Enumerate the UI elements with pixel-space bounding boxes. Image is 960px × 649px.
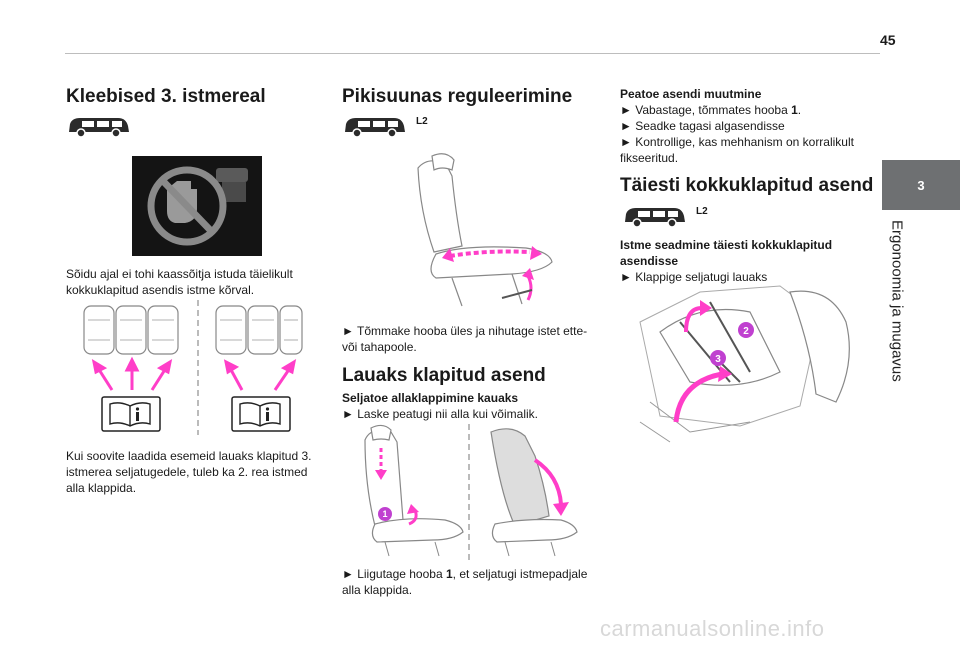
chapter-title: Ergonoomia ja mugavus (888, 220, 906, 382)
heading-stickers: Kleebised 3. istmereal (66, 86, 266, 107)
van-icon (625, 208, 685, 228)
no-sitting-sticker-icon (132, 156, 262, 256)
callout-3: 3 (715, 354, 721, 365)
variant-tag: L2 (416, 116, 428, 127)
van-icon (69, 118, 129, 138)
headrest-step-3: Kontrollige, kas mehhanism on korralikul… (620, 134, 870, 166)
headrest-step-2: Seadke tagasi algasendisse (620, 118, 870, 134)
fully-folded-step: Klappige seljatugi lauaks (620, 269, 870, 285)
seat-slide-diagram (417, 153, 553, 307)
fold-step-lever: Liigutage hooba 1, et seljatugi istmepad… (342, 566, 592, 598)
headrest-step-1: Vabastage, tõmmates hooba 1. (620, 102, 870, 118)
backrest-fold-diagram: 1 (364, 424, 578, 560)
callout-1: 1 (382, 509, 387, 519)
watermark: carmanualsonline.info (600, 616, 825, 641)
seat-rows-diagram (83, 300, 303, 435)
longitudinal-step: Tõmmake hooba üles ja nihutage istet ett… (342, 323, 592, 355)
heading-longitudinal: Pikisuunas reguleerimine (342, 86, 573, 107)
callout-2: 2 (743, 326, 749, 337)
stickers-paragraph-2: Kui soovite laadida esemeid lauaks klapi… (66, 449, 312, 495)
page-number: 45 (880, 32, 896, 48)
variant-tag: L2 (696, 206, 708, 217)
fold-step-headrest: Laske peatugi nii alla kui võimalik. (342, 406, 592, 422)
full-fold-diagram: 2 3 (639, 285, 850, 443)
subheading-headrest-change: Peatoe asendi muutmine (620, 87, 762, 101)
heading-table-position: Lauaks klapitud asend (342, 365, 546, 386)
header-rule (65, 53, 880, 54)
stickers-paragraph-1: Sõidu ajal ei tohi kaassõitja istuda täi… (66, 267, 293, 297)
heading-fully-folded: Täiesti kokkuklapitud asend (620, 175, 874, 196)
van-icon (345, 118, 405, 138)
subheading-fold-backrest: Seljatoe allaklappimine kauaks (342, 391, 519, 405)
subheading-fully-folded-setup: Istme seadmine täiesti kokkuklapitud ase… (620, 238, 833, 268)
chapter-tab[interactable]: 3 (882, 160, 960, 210)
